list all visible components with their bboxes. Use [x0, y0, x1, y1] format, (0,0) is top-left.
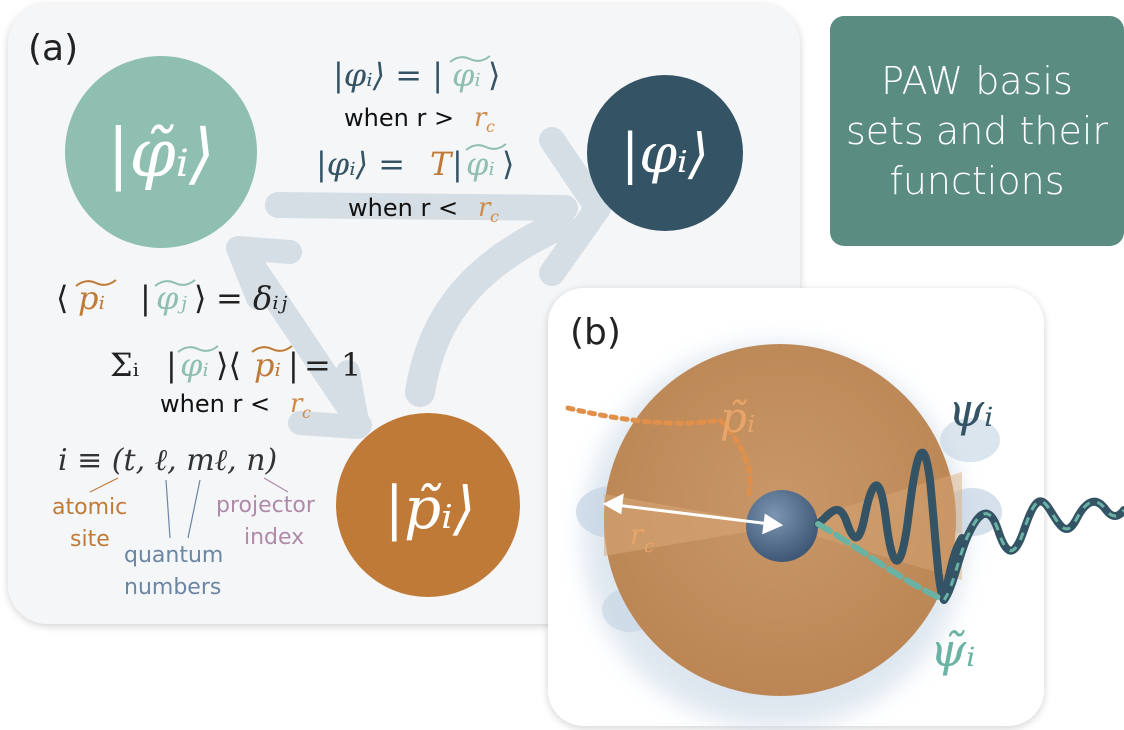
title-line-3: functions [889, 159, 1065, 203]
arrows [226, 127, 611, 439]
svg-text:|: | [140, 279, 151, 317]
nucleus [746, 490, 818, 562]
svg-text:when r <: when r < [348, 194, 458, 222]
eq1-ket-close: ⟩ [488, 56, 500, 94]
eq2-left: |φᵢ⟩ = [316, 145, 405, 183]
svg-text:c: c [644, 536, 654, 557]
eq2-T: T [430, 145, 454, 183]
equation-4: Σᵢ | φᵢ ⟩⟨ pᵢ | = 1 [110, 345, 361, 384]
eq4-phi: φᵢ [180, 346, 209, 384]
equation-1: |φᵢ⟩ = | φᵢ ⟩ [333, 55, 500, 94]
cutoff-radius-arrow [602, 493, 784, 535]
svg-text:numbers: numbers [124, 575, 221, 600]
svg-text:c: c [302, 403, 311, 422]
panel-b-label: (b) [570, 312, 621, 353]
psi-tilde-label: ψ̃ᵢ [930, 623, 975, 677]
svg-text:⟩⟨: ⟩⟨ [216, 346, 241, 384]
eq4-p: pᵢ [254, 346, 281, 384]
svg-text:⟨: ⟨ [56, 279, 68, 317]
eq1-wide-tilde [449, 55, 491, 63]
svg-text:quantum: quantum [124, 543, 223, 568]
svg-text:r: r [478, 193, 492, 223]
equation-2: |φᵢ⟩ = T | φᵢ ⟩ [316, 143, 514, 183]
svg-text:when r <: when r < [160, 390, 270, 418]
psi-label: ψᵢ [948, 383, 993, 437]
projector-curve [565, 405, 753, 501]
psi-wave [814, 448, 966, 604]
eq2-wide-tilde [465, 143, 507, 151]
svg-text:⟩: ⟩ [194, 279, 206, 317]
panel-a-label: (a) [28, 28, 78, 69]
eq4-condition: when r < r c [160, 389, 311, 422]
svg-text:r: r [630, 518, 645, 551]
svg-text:site: site [70, 527, 110, 552]
orbital-cone-right [782, 472, 962, 580]
svg-text:atomic: atomic [52, 495, 127, 520]
orbital-lobe-top [940, 418, 1000, 462]
eq1-right: φᵢ [452, 56, 481, 94]
ket-phi: |φᵢ⟩ [621, 122, 709, 185]
title-box: PAW basis sets and their functions [830, 16, 1124, 246]
eq4-sum: Σᵢ [110, 346, 139, 384]
eq3-rhs: = δᵢⱼ [216, 279, 288, 317]
svg-text:|: | [288, 346, 299, 384]
svg-text:|: | [166, 346, 177, 384]
svg-text:when r >: when r > [344, 104, 454, 132]
svg-text:index: index [244, 525, 304, 550]
title-line-2: sets and their [845, 109, 1109, 153]
eq1-condition: when r > r c [344, 103, 495, 136]
svg-text:r: r [290, 389, 304, 419]
svg-text:|: | [452, 145, 463, 183]
equation-3: ⟨ pᵢ | φⱼ ⟩ = δᵢⱼ [56, 279, 288, 317]
index-definition: i ≡ (t, ℓ, mℓ, n) [58, 443, 277, 478]
eq2-condition: when r < r c [348, 193, 499, 226]
svg-text:r: r [474, 103, 488, 133]
svg-text:c: c [486, 117, 495, 136]
index-annotation-arrows [89, 477, 289, 539]
phi-circle [587, 75, 743, 231]
svg-text:projector: projector [216, 493, 316, 518]
eq2-right: φᵢ [466, 145, 495, 183]
ket-phi-tilde: |φ̃ᵢ⟩ [107, 115, 214, 192]
orbital-lobe-right [942, 488, 1002, 536]
phi-tilde-circle [65, 56, 257, 248]
ket-p-tilde: |p̃ᵢ⟩ [385, 474, 476, 542]
rc-label: r c [630, 518, 654, 557]
p-tilde-label: p̃ᵢ [720, 393, 755, 442]
p-tilde-circle [336, 413, 520, 597]
eq4-rhs: = 1 [304, 346, 361, 384]
svg-text:c: c [490, 207, 499, 226]
title-line-1: PAW basis [881, 59, 1073, 103]
psi-outer-wave-dash [942, 499, 1124, 601]
svg-text:⟩: ⟩ [502, 145, 514, 183]
eq1-left: |φᵢ⟩ = | [333, 56, 443, 94]
psi-tilde-wave-inner [815, 521, 947, 603]
index-annotations: atomic site quantum numbers projector in… [52, 493, 316, 600]
